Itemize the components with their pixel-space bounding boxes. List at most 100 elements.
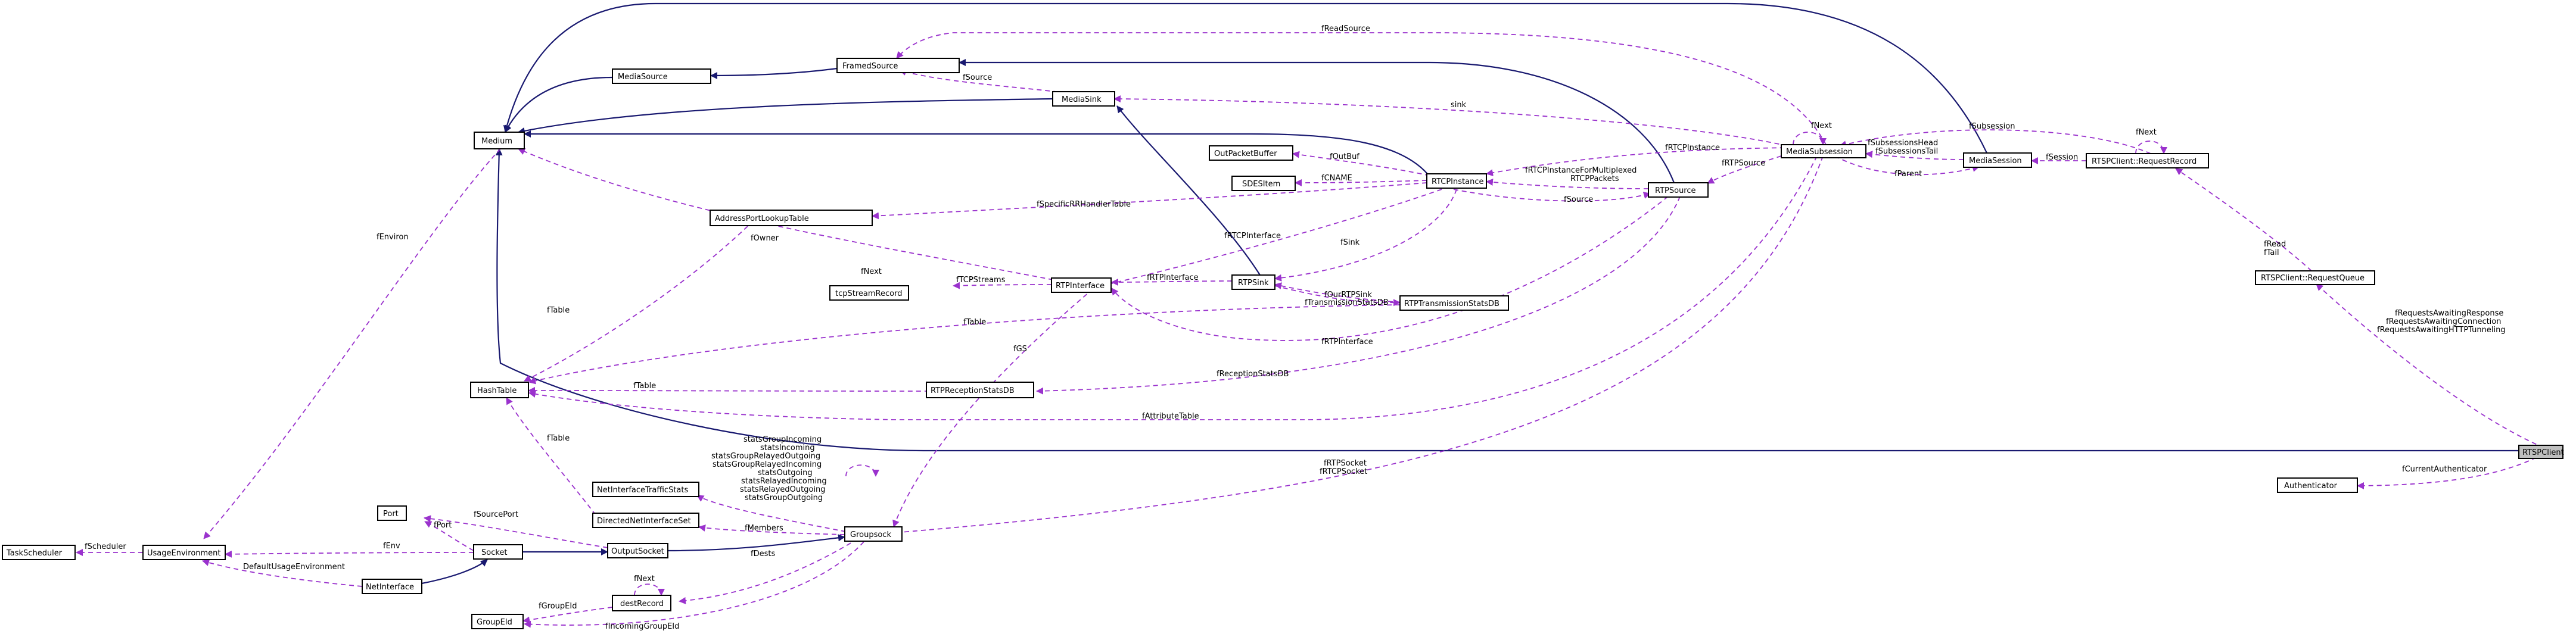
node-rtpsource[interactable]: RTPSource <box>1648 182 1709 198</box>
node-framedsource[interactable]: FramedSource <box>836 58 960 73</box>
node-port[interactable]: Port <box>377 505 407 521</box>
node-rtpinterface[interactable]: RTPInterface <box>1051 277 1112 293</box>
node-tcpstreamrecord[interactable]: tcpStreamRecord <box>829 285 909 301</box>
node-rtcpinstance[interactable]: RTCPInstance <box>1426 173 1487 189</box>
edge-frtpsource <box>1707 155 1782 184</box>
node-rtpsink[interactable]: RTPSink <box>1231 274 1275 290</box>
node-addressportlookuptable[interactable]: AddressPortLookupTable <box>710 210 873 226</box>
edge-ftable-addr <box>524 226 748 382</box>
node-rtpreceptionstatsdb[interactable]: RTPReceptionStatsDB <box>926 382 1034 398</box>
node-port-box[interactable] <box>377 505 407 521</box>
node-authenticator-box[interactable] <box>2277 477 2358 493</box>
node-medium[interactable]: Medium <box>474 132 525 149</box>
node-rtpreceptionstatsdb-box[interactable] <box>926 382 1034 398</box>
node-rtpsource-box[interactable] <box>1648 182 1709 198</box>
node-destrecord[interactable]: destRecord <box>612 595 671 611</box>
node-hashtable-box[interactable] <box>470 382 529 398</box>
edge-freadsource <box>896 32 1827 145</box>
node-mediasession-box[interactable] <box>1963 152 2032 168</box>
node-usageenvironment-box[interactable] <box>142 545 226 560</box>
edge-sink <box>1113 95 1788 146</box>
node-netinterfacetrafficstats[interactable]: NetInterfaceTrafficStats <box>592 482 699 497</box>
label-fsink: fSink <box>1340 238 1360 247</box>
edge-fnext-dest <box>634 583 665 596</box>
node-taskscheduler[interactable]: TaskScheduler <box>2 545 76 560</box>
node-rtcpinstance-box[interactable] <box>1426 173 1487 189</box>
node-requestqueue-label: RTSPClient::RequestQueue <box>2261 274 2365 283</box>
node-requestqueue-box[interactable] <box>2255 270 2375 285</box>
label-frequestsawaitinghttptunneling: fRequestsAwaitingHTTPTunneling <box>2377 326 2506 335</box>
label-statsoutgoing: statsOutgoing <box>758 469 813 477</box>
label-fincominggroupeid: fIncomingGroupEId <box>605 622 679 631</box>
node-mediasession[interactable]: MediaSession <box>1963 152 2032 168</box>
node-sdesitem[interactable]: SDESItem <box>1231 176 1296 191</box>
node-outputsocket[interactable]: OutputSocket <box>607 543 668 558</box>
edge-freceptionstatsdb <box>1036 196 1681 395</box>
node-framedsource-box[interactable] <box>836 58 960 73</box>
node-destrecord-box[interactable] <box>612 595 671 611</box>
edge-fspecificrrhandlertable <box>872 182 1427 220</box>
node-rtspclient-box[interactable] <box>2518 445 2563 459</box>
edge-ftable-tcp <box>506 397 596 516</box>
node-directednetinterfaceset-label: DirectedNetInterfaceSet <box>597 517 691 526</box>
node-requestqueue[interactable]: RTSPClient::RequestQueue <box>2255 270 2375 285</box>
node-sdesitem-box[interactable] <box>1231 176 1296 191</box>
edge-ftransmissionstatsdb <box>1274 285 1401 307</box>
node-mediasource-box[interactable] <box>612 68 711 84</box>
node-rtptransmissionstatsdb-box[interactable] <box>1399 295 1509 311</box>
node-netinterface-box[interactable] <box>362 579 422 594</box>
node-rtpsink-box[interactable] <box>1231 274 1275 290</box>
node-directednetinterfaceset-box[interactable] <box>592 513 699 528</box>
node-usageenvironment[interactable]: UsageEnvironment <box>142 545 226 560</box>
edge-fnext-msub <box>1793 132 1827 145</box>
label-sink: sink <box>1451 101 1467 110</box>
node-tcpstreamrecord-box[interactable] <box>829 285 909 301</box>
label-fsource-framed: fSource <box>963 73 992 82</box>
node-directednetinterfaceset[interactable]: DirectedNetInterfaceSet <box>592 513 699 528</box>
node-rtspclient[interactable]: RTSPClient <box>2518 445 2564 459</box>
edge-fsource-framed <box>899 68 1067 93</box>
label-fdests: fDests <box>751 549 775 558</box>
node-netinterfacetrafficstats-box[interactable] <box>592 482 699 497</box>
node-hashtable[interactable]: HashTable <box>470 382 529 398</box>
label-frtpinterface-sink: fRTPInterface <box>1147 273 1199 282</box>
node-mediasink-box[interactable] <box>1052 91 1115 107</box>
label-fgs: fGS <box>1013 345 1027 354</box>
label-fnext-dest: fNext <box>634 574 655 583</box>
node-netinterface[interactable]: NetInterface <box>362 579 422 594</box>
node-taskscheduler-box[interactable] <box>2 545 76 560</box>
node-requestrecord[interactable]: RTSPClient::RequestRecord <box>2086 153 2209 168</box>
node-outpacketbuffer[interactable]: OutPacketBuffer <box>1209 145 1293 161</box>
node-socket[interactable]: Socket <box>473 544 523 560</box>
node-medium-box[interactable] <box>474 132 525 149</box>
node-groupsock-box[interactable] <box>844 526 903 542</box>
edge-ftable-trans <box>528 304 1401 385</box>
node-rtpinterface-box[interactable] <box>1051 277 1112 293</box>
node-groupeid[interactable]: GroupEId <box>471 614 524 629</box>
node-netinterface-label: NetInterface <box>366 583 414 592</box>
label-foutbuf: fOutBuf <box>1330 152 1359 161</box>
edge-mediasink-to-medium <box>518 98 1053 135</box>
node-requestrecord-label: RTSPClient::RequestRecord <box>2092 157 2197 166</box>
node-mediasubsession-box[interactable] <box>1781 144 1866 158</box>
node-rtptransmissionstatsdb[interactable]: RTPTransmissionStatsDB <box>1399 295 1509 311</box>
node-mediasource[interactable]: MediaSource <box>612 68 711 84</box>
node-authenticator[interactable]: Authenticator <box>2277 477 2358 493</box>
label-ftransmissionstatsdb: fTransmissionStatsDB <box>1305 298 1389 307</box>
node-socket-box[interactable] <box>473 544 523 560</box>
label-statsrelayedincoming: statsRelayedIncoming <box>741 477 827 486</box>
label-statsgroupoutgoing: statsGroupOutgoing <box>745 494 823 502</box>
node-outpacketbuffer-box[interactable] <box>1209 145 1293 161</box>
node-outputsocket-box[interactable] <box>607 543 668 558</box>
node-groupeid-box[interactable] <box>471 614 524 629</box>
node-requestrecord-box[interactable] <box>2086 153 2209 168</box>
edge-fsink <box>1274 189 1457 282</box>
node-mediasubsession[interactable]: MediaSubsession <box>1781 144 1866 158</box>
label-statsincoming: statsIncoming <box>760 444 815 452</box>
node-groupsock[interactable]: Groupsock <box>844 526 903 542</box>
edge-frtcpinstance-top <box>1486 147 1794 177</box>
node-addressportlookuptable-box[interactable] <box>710 210 873 226</box>
node-mediasink[interactable]: MediaSink <box>1052 91 1115 107</box>
label-fowner: fOwner <box>751 234 779 243</box>
